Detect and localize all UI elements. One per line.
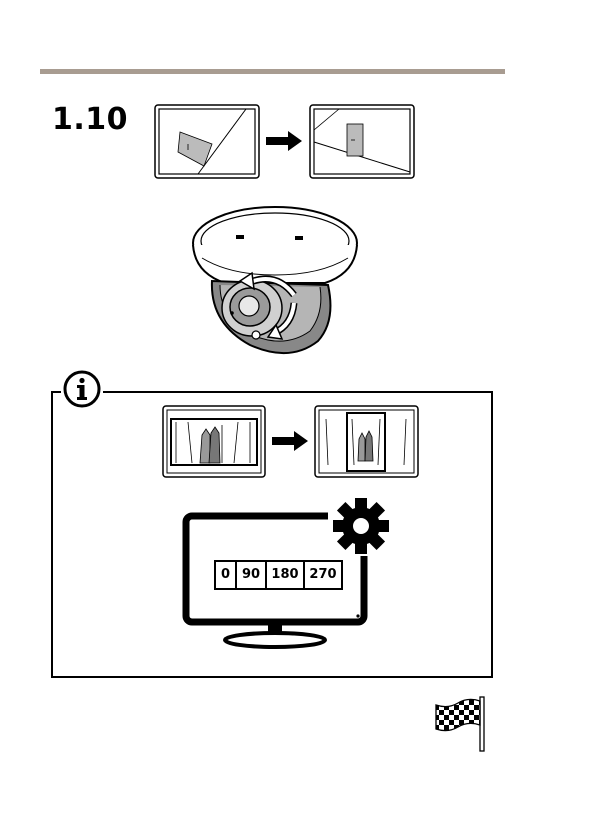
rotation-option-0[interactable]: 0 (216, 562, 237, 588)
tilted-view-illustration (154, 104, 260, 179)
rotation-option-180[interactable]: 180 (267, 562, 305, 588)
checkered-flag-icon (434, 695, 486, 753)
section-divider (40, 69, 505, 74)
info-icon (61, 368, 103, 410)
corridor-landscape-view (162, 405, 266, 478)
gear-icon (328, 496, 394, 556)
dome-camera-illustration (190, 203, 360, 358)
leveled-view-illustration (309, 104, 415, 179)
corridor-portrait-view (314, 405, 419, 478)
arrow-right-icon (272, 431, 308, 451)
arrow-right-icon (266, 131, 302, 151)
step-number: 1.10 (52, 102, 128, 137)
rotation-option-270[interactable]: 270 (305, 562, 341, 588)
rotation-option-90[interactable]: 90 (237, 562, 267, 588)
rotation-options: 0 90 180 270 (214, 560, 343, 590)
